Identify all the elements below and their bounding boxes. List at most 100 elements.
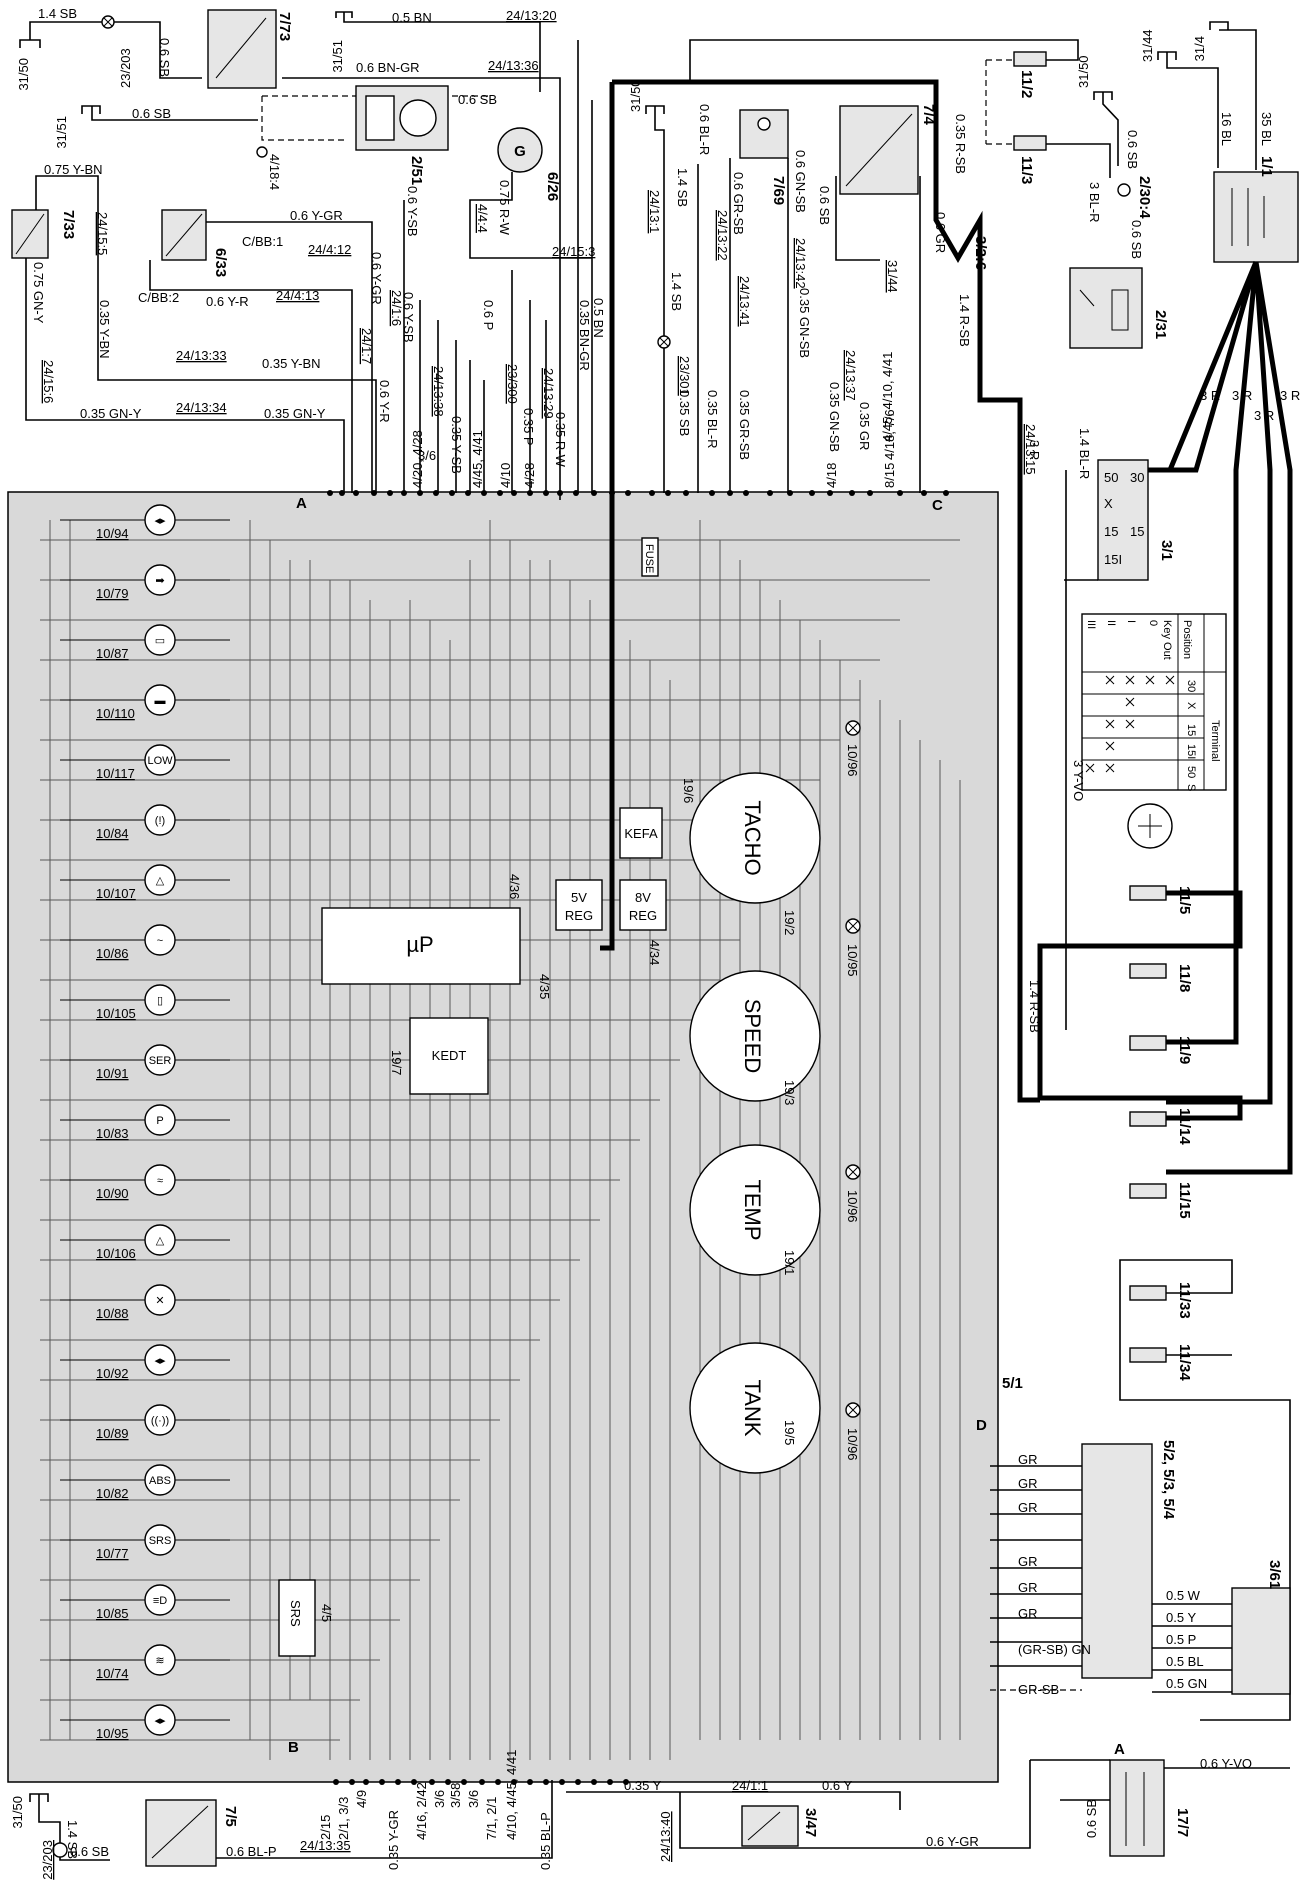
connector-11-9: 11/9 [1129, 1035, 1193, 1064]
svg-text:23/301: 23/301 [677, 356, 692, 396]
indicator-symbol: ◂▸ [154, 1715, 166, 1727]
indicator-label: 10/84 [96, 826, 129, 841]
svg-text:11/2: 11/2 [1018, 70, 1035, 98]
indicator-10-89: ((·))10/89 [60, 1404, 230, 1441]
component-3-47: 3/47 [741, 1805, 819, 1847]
svg-text:1.4 SB: 1.4 SB [669, 272, 684, 311]
svg-text:24/13:34: 24/13:34 [176, 400, 227, 415]
svg-text:0.35 Y: 0.35 Y [624, 1778, 662, 1793]
svg-text:Key Out: Key Out [1161, 620, 1173, 660]
svg-text:0.75 R-W: 0.75 R-W [497, 180, 512, 236]
top-mid-components: 31/50 1.4 SB 24/13:1 1.4 SB 23/301 0.35 … [410, 79, 1042, 1103]
svg-text:0.6 Y: 0.6 Y [822, 1778, 852, 1793]
tacho-gauge: TACHO [689, 772, 821, 904]
svg-text:4/4:4: 4/4:4 [475, 204, 490, 233]
indicator-symbol: ≡D [153, 1595, 167, 1607]
svg-text:0.5 BL: 0.5 BL [1166, 1654, 1204, 1669]
svg-text:0.5 W: 0.5 W [1166, 1588, 1201, 1603]
svg-text:0.35 GR: 0.35 GR [857, 402, 872, 450]
label-4-5: 4/5 [319, 1604, 334, 1622]
svg-text:SPEED: SPEED [740, 999, 765, 1074]
indicator-label: 10/117 [96, 766, 135, 781]
lamp-10-96-mid: 10/96 [845, 1164, 861, 1223]
svg-text:5/2, 5/3, 5/4: 5/2, 5/3, 5/4 [1160, 1440, 1177, 1520]
svg-text:1.4 SB: 1.4 SB [675, 168, 690, 207]
svg-text:24/1:6: 24/1:6 [389, 290, 404, 326]
svg-text:1.4 BL-R: 1.4 BL-R [1077, 428, 1092, 479]
svg-text:3/61: 3/61 [1266, 1560, 1283, 1589]
svg-text:1/1: 1/1 [1258, 156, 1275, 177]
battery-1-1: 1/1 [1213, 156, 1299, 263]
generator-6-26: G 6/26 [469, 127, 592, 259]
svg-text:24/13:20: 24/13:20 [506, 8, 557, 23]
svg-text:0.5 BN: 0.5 BN [392, 10, 432, 25]
svg-text:TEMP: TEMP [740, 1179, 765, 1240]
svg-text:10/95: 10/95 [845, 944, 860, 977]
lamp-10-96-top: 10/96 [845, 720, 861, 777]
srs-box: SRS [278, 1579, 316, 1657]
svg-text:11/15: 11/15 [1176, 1182, 1193, 1219]
svg-text:KEDT: KEDT [432, 1048, 467, 1063]
label-4-36: 4/36 [507, 874, 522, 899]
svg-text:15I: 15I [1104, 552, 1122, 567]
svg-text:6/26: 6/26 [544, 172, 561, 201]
svg-text:0.35 GN-Y: 0.35 GN-Y [80, 406, 142, 421]
svg-text:0.6 SB: 0.6 SB [1125, 130, 1140, 169]
fuse: FUSE [641, 537, 659, 577]
svg-text:8V: 8V [635, 890, 651, 905]
svg-text:REG: REG [565, 908, 593, 923]
temp-gauge: TEMP [689, 1144, 821, 1276]
svg-text:Terminal: Terminal [1209, 720, 1221, 762]
svg-text:3/1: 3/1 [1158, 540, 1175, 561]
svg-text:3/2:6: 3/2:6 [972, 236, 989, 270]
svg-text:GR: GR [1018, 1500, 1038, 1515]
svg-text:1.4 SB: 1.4 SB [38, 6, 77, 21]
indicator-10-94: ◂▸10/94 [60, 504, 230, 541]
svg-text:0.6 SB: 0.6 SB [157, 38, 172, 77]
svg-text:31/51: 31/51 [54, 116, 69, 149]
svg-text:3/6: 3/6 [432, 1790, 447, 1808]
bottom-pin-row [333, 1779, 629, 1785]
svg-text:24/15:5: 24/15:5 [95, 212, 110, 255]
lamp-10-96-bottom: 10/96 [845, 1402, 861, 1461]
connector-11-34: 11/34 [1129, 1344, 1193, 1381]
indicator-label: 10/107 [96, 886, 136, 901]
svg-text:11/3: 11/3 [1018, 156, 1035, 184]
indicator-symbol: P [156, 1115, 163, 1127]
component-2-51: 2/51 [355, 85, 449, 185]
svg-text:0.6 SB: 0.6 SB [1084, 1799, 1099, 1838]
indicator-symbol: ▯ [157, 995, 163, 1007]
indicator-label: 10/77 [96, 1546, 129, 1561]
svg-text:11/33: 11/33 [1176, 1282, 1193, 1319]
svg-text:0.35 GN-SB: 0.35 GN-SB [797, 288, 812, 358]
svg-text:TACHO: TACHO [740, 800, 765, 875]
component-11-3: 11/3 [1013, 135, 1047, 184]
svg-text:7/33: 7/33 [60, 210, 77, 239]
top-right-components: 11/2 11/3 31/50 0.6 SB 2/30:4 3 BL-R 0.6… [689, 21, 1300, 1175]
svg-text:50: 50 [1185, 766, 1197, 778]
svg-text:III: III [1085, 620, 1097, 629]
indicator-column: ◂▸10/94➡10/79▭10/87▬10/110LOW10/117(!)10… [60, 504, 230, 1741]
svg-text:0.35 BL-R: 0.35 BL-R [705, 390, 720, 449]
label-19-1: 19/1 [782, 1250, 797, 1275]
svg-text:24/13:35: 24/13:35 [300, 1838, 351, 1853]
indicator-10-106: △10/106 [60, 1224, 230, 1261]
svg-text:24/13:33: 24/13:33 [176, 348, 227, 363]
component-3-61: 3/61 0.5 W 0.5 Y 0.5 P 0.5 BL 0.5 GN [1152, 1560, 1291, 1695]
svg-text:1.4 SB: 1.4 SB [65, 1820, 80, 1859]
svg-text:3 R: 3 R [1027, 440, 1042, 460]
label-19-5: 19/5 [782, 1420, 797, 1445]
lamp-10-95: 10/95 [845, 918, 861, 977]
indicator-label: 10/82 [96, 1486, 129, 1501]
top-conn-3-6: 3/6 [418, 448, 436, 463]
ignition-switch-3-1: 50 X 15 15I 30 15 3/1 [1097, 459, 1175, 581]
svg-text:31/50: 31/50 [10, 1796, 25, 1829]
component-11-2: 11/2 [1013, 51, 1047, 98]
svg-text:0: 0 [1147, 620, 1159, 626]
svg-text:6/33: 6/33 [212, 248, 229, 277]
svg-text:23/203: 23/203 [40, 1840, 55, 1880]
svg-text:0.35 GN-Y: 0.35 GN-Y [264, 406, 326, 421]
indicator-symbol: ≋ [155, 1655, 164, 1667]
